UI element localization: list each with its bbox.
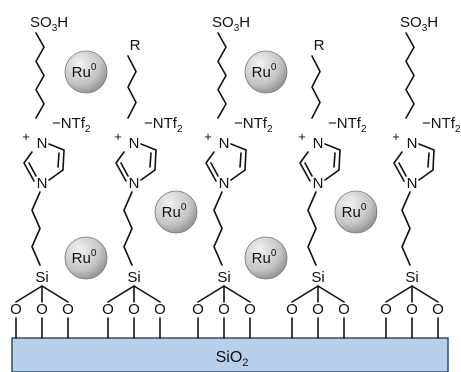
oxygen-label: O bbox=[102, 301, 114, 318]
sulfonic-acid-label: SO3H bbox=[400, 14, 438, 34]
silica-slab bbox=[11, 337, 449, 372]
ntf2-anion-label: −NTf2 bbox=[52, 115, 91, 135]
ru-label: Ru0 bbox=[252, 248, 277, 267]
ru-label: Ru0 bbox=[252, 62, 277, 81]
silicon-label: Si bbox=[311, 269, 324, 286]
ru-label: Ru0 bbox=[72, 248, 97, 267]
ru-sphere bbox=[334, 190, 378, 234]
ru-nanoparticle-4: Ru0 bbox=[334, 190, 378, 234]
sulfonic-acid-label: SO3H bbox=[30, 14, 68, 34]
lower-alkyl-chain bbox=[123, 191, 133, 266]
oxygen-label: O bbox=[154, 301, 166, 318]
imidazolium-ring bbox=[23, 143, 65, 182]
cation-charge-label: + bbox=[298, 129, 306, 144]
upper-alkyl-chain bbox=[127, 55, 137, 119]
ru-sphere bbox=[154, 190, 198, 234]
oxygen-label: O bbox=[218, 301, 230, 318]
imidazolium-ring bbox=[115, 143, 157, 182]
ntf2-anion-label: −NTf2 bbox=[144, 115, 183, 135]
ru-label: Ru0 bbox=[162, 202, 187, 221]
oxygen-label: O bbox=[338, 301, 350, 318]
imidazole-n1-label: N bbox=[37, 175, 48, 192]
lower-alkyl-chain bbox=[307, 191, 317, 266]
imidazole-n1-label: N bbox=[313, 175, 324, 192]
silicon-label: Si bbox=[35, 269, 48, 286]
ru-sphere bbox=[64, 50, 108, 94]
imidazolium-n3-label: N bbox=[313, 135, 324, 152]
ru-nanoparticle-3: Ru0 bbox=[154, 190, 198, 234]
alkyl-r-label: R bbox=[314, 37, 325, 54]
imidazolium-ring bbox=[205, 143, 247, 182]
cation-charge-label: + bbox=[22, 129, 30, 144]
lower-alkyl-chain bbox=[401, 191, 411, 266]
imidazolium-n3-label: N bbox=[219, 135, 230, 152]
imidazolium-n3-label: N bbox=[407, 135, 418, 152]
silica-support: SiO2 bbox=[11, 337, 449, 372]
oxygen-label: O bbox=[36, 301, 48, 318]
sulfonic-acid-label: SO3H bbox=[212, 14, 250, 34]
silicon-label: Si bbox=[127, 269, 140, 286]
imidazole-n1-label: N bbox=[219, 175, 230, 192]
ntf2-anion-label: −NTf2 bbox=[328, 115, 367, 135]
ru-nanoparticle-1: Ru0 bbox=[64, 50, 108, 94]
imidazole-n1-label: N bbox=[129, 175, 140, 192]
ru-sphere bbox=[244, 236, 288, 280]
ru-label: Ru0 bbox=[72, 62, 97, 81]
lower-alkyl-chain bbox=[213, 191, 223, 266]
silicon-label: Si bbox=[217, 269, 230, 286]
oxygen-label: O bbox=[286, 301, 298, 318]
upper-alkyl-chain bbox=[35, 32, 45, 119]
upper-alkyl-chain bbox=[217, 32, 227, 119]
cation-charge-label: + bbox=[392, 129, 400, 144]
oxygen-label: O bbox=[192, 301, 204, 318]
ru-label: Ru0 bbox=[342, 202, 367, 221]
imidazolium-ring bbox=[299, 143, 341, 182]
ru-sphere bbox=[64, 236, 108, 280]
ru-sphere bbox=[244, 50, 288, 94]
cation-charge-label: + bbox=[114, 129, 122, 144]
silica-label: SiO2 bbox=[216, 349, 249, 369]
oxygen-label: O bbox=[406, 301, 418, 318]
ru-nanoparticle-6: Ru0 bbox=[244, 236, 288, 280]
upper-alkyl-chain bbox=[311, 55, 321, 119]
oxygen-label: O bbox=[10, 301, 22, 318]
upper-alkyl-chain bbox=[405, 32, 415, 119]
ntf2-anion-label: −NTf2 bbox=[234, 115, 273, 135]
imidazole-n1-label: N bbox=[407, 175, 418, 192]
lower-alkyl-chain bbox=[31, 191, 41, 266]
imidazolium-n3-label: N bbox=[129, 135, 140, 152]
silicon-label: Si bbox=[405, 269, 418, 286]
oxygen-label: O bbox=[432, 301, 444, 318]
imidazolium-ring bbox=[393, 143, 435, 182]
oxygen-label: O bbox=[62, 301, 74, 318]
oxygen-label: O bbox=[128, 301, 140, 318]
ntf2-anion-label: −NTf2 bbox=[422, 115, 461, 135]
ru-nanoparticle-5: Ru0 bbox=[64, 236, 108, 280]
oxygen-label: O bbox=[312, 301, 324, 318]
cation-charge-label: + bbox=[204, 129, 212, 144]
oxygen-label: O bbox=[380, 301, 392, 318]
alkyl-r-label: R bbox=[130, 37, 141, 54]
ru-nanoparticle-2: Ru0 bbox=[244, 50, 288, 94]
oxygen-label: O bbox=[244, 301, 256, 318]
imidazolium-n3-label: N bbox=[37, 135, 48, 152]
